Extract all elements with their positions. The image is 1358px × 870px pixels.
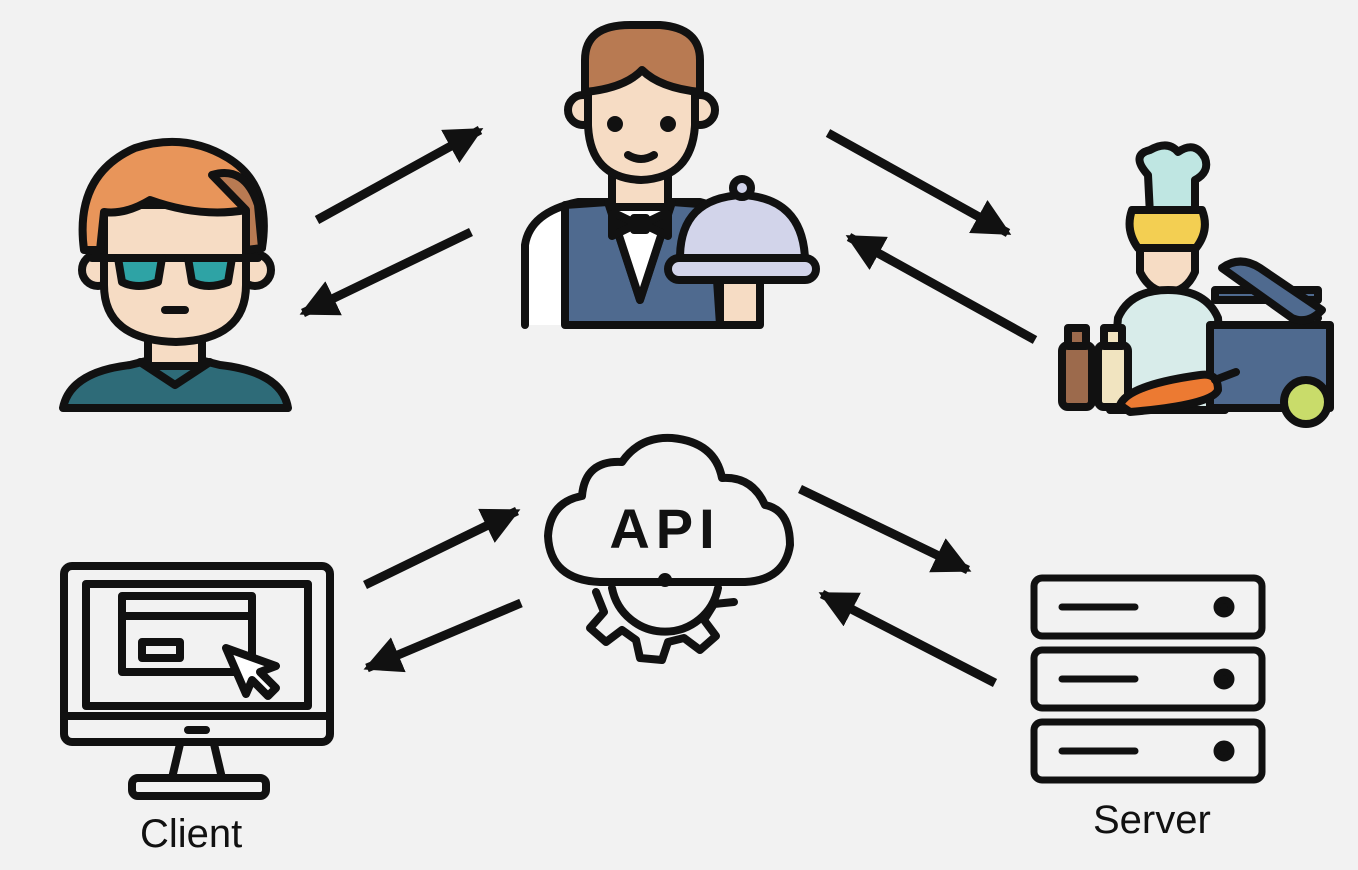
arrow-customer-to-waiter bbox=[314, 126, 484, 224]
api-label: API bbox=[609, 497, 720, 560]
arrow-api-to-server bbox=[798, 484, 972, 575]
arrow-chef-to-waiter bbox=[845, 233, 1038, 344]
arrow-server-to-api bbox=[818, 589, 998, 688]
chef-cooking-icon bbox=[1058, 141, 1334, 428]
arrow-client-to-api bbox=[363, 506, 521, 590]
arrow-api-to-client bbox=[363, 598, 523, 673]
arrow-waiter-to-chef bbox=[825, 129, 1012, 237]
server-rack-icon bbox=[1030, 574, 1266, 784]
desktop-computer-icon bbox=[60, 562, 334, 800]
customer-with-sunglasses-icon bbox=[59, 137, 292, 412]
server-label: Server bbox=[1093, 798, 1211, 842]
arrow-waiter-to-customer bbox=[299, 227, 473, 318]
api-cloud-gear-icon bbox=[544, 433, 794, 664]
waiter-with-cloche-icon bbox=[521, 21, 820, 329]
client-label: Client bbox=[140, 812, 243, 856]
